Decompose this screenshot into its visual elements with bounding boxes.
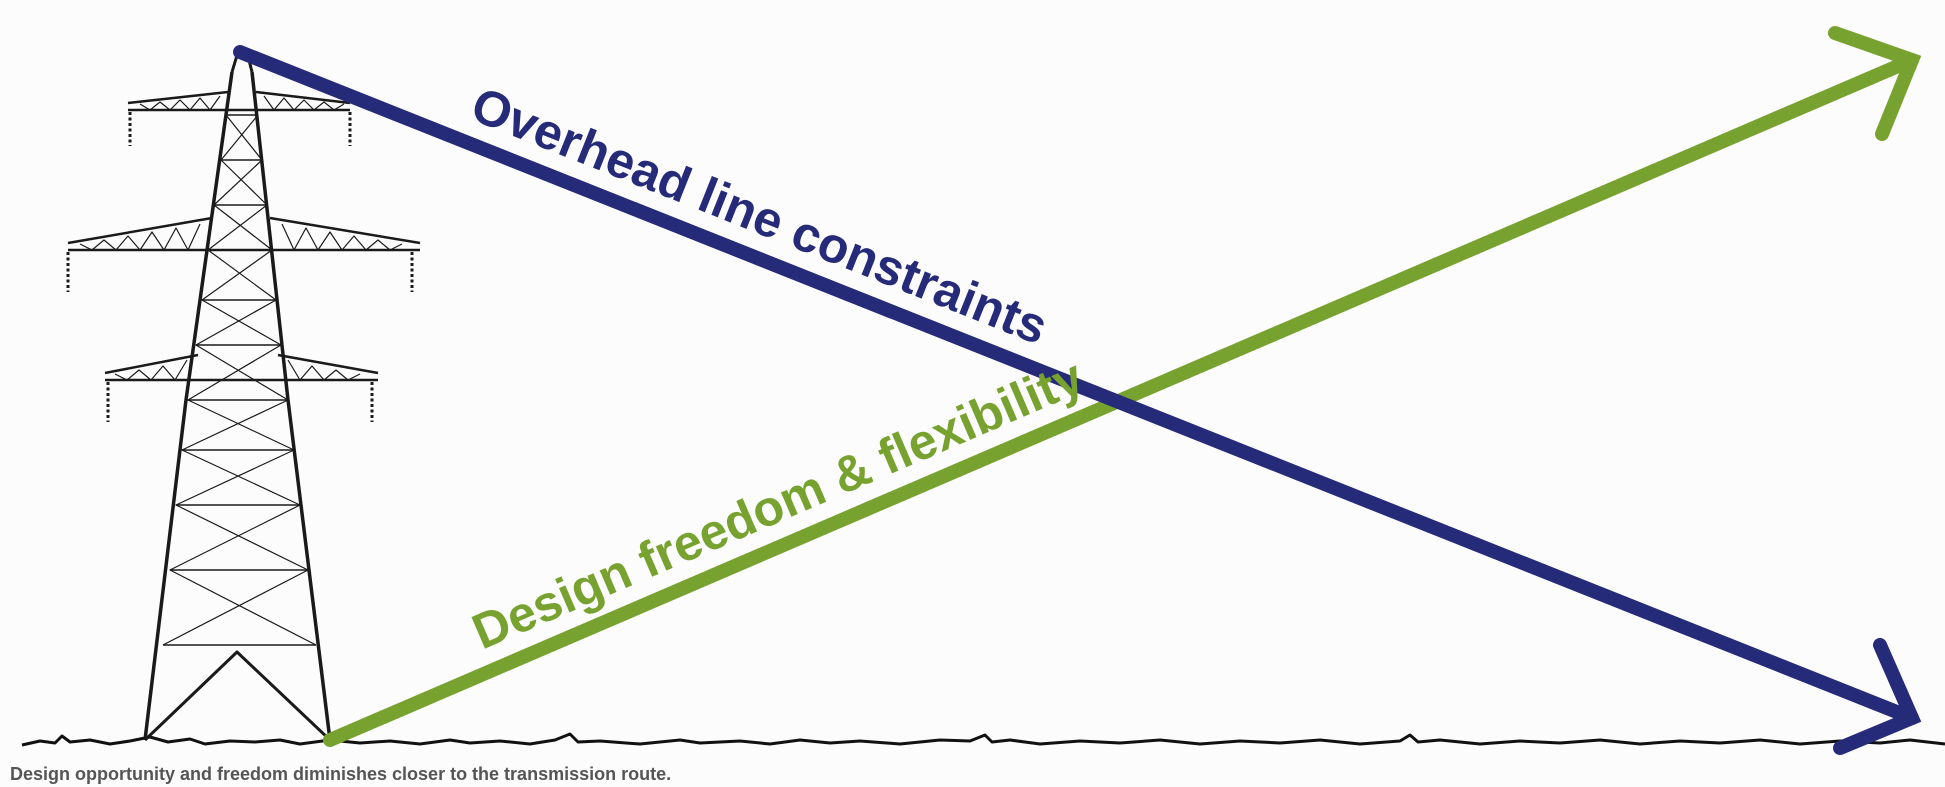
ground-line xyxy=(21,732,1945,747)
pylon-icon xyxy=(66,50,421,742)
figure-caption: Design opportunity and freedom diminishe… xyxy=(10,764,672,784)
constraints-arrow xyxy=(233,45,1922,755)
constraints-arrow-line xyxy=(233,45,1919,725)
freedom-arrowhead-icon xyxy=(1828,26,1922,141)
constraints-arrowhead-icon xyxy=(1833,638,1922,755)
